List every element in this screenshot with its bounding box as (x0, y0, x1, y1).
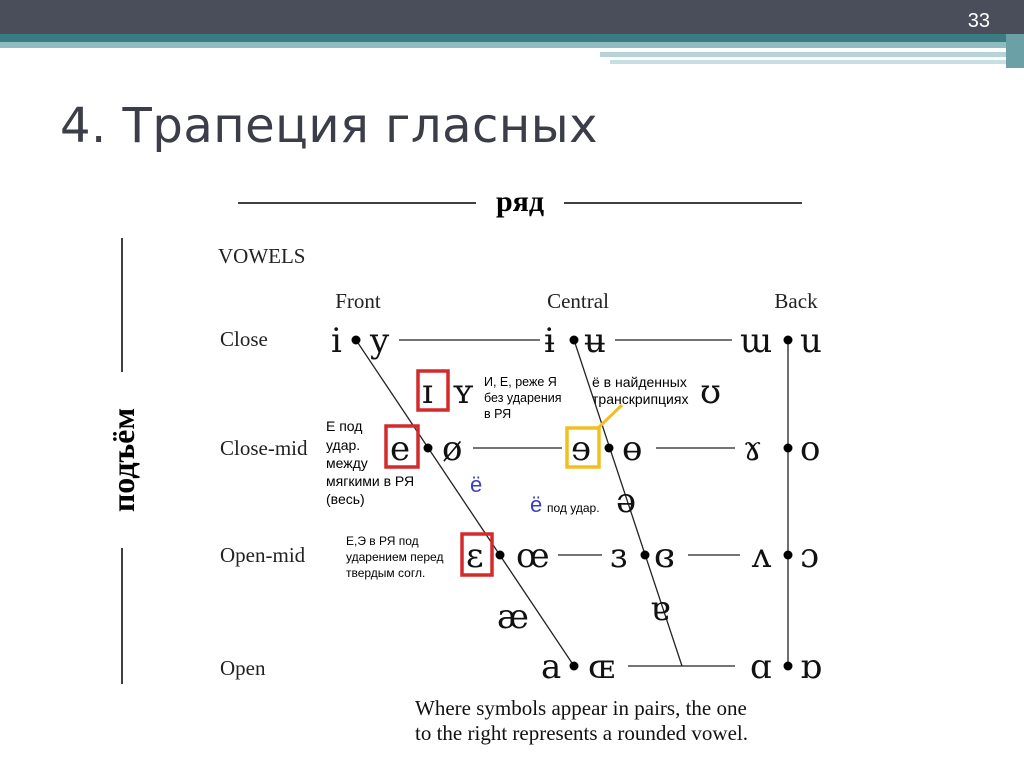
symbol-close-central-unrounded: ɨ (544, 321, 555, 361)
column-back: Back (774, 289, 818, 313)
annotation-yo-found: ё в найденных транскрипциях (592, 374, 688, 407)
symbol-near-close-back: ʊ (700, 372, 721, 412)
row-close: Close (220, 327, 268, 351)
symbol-open-mid-back-rounded: ɔ (800, 536, 819, 576)
symbol-open-mid-front-unrounded: ɛ (466, 536, 484, 576)
row-close-mid: Close-mid (220, 436, 308, 460)
svg-text:твердым согл.: твердым согл. (346, 566, 425, 580)
decor-strip-right (1006, 34, 1024, 68)
annotation-eps: Е,Э в РЯ под ударением перед твердым сог… (346, 534, 443, 580)
symbol-open-back-rounded: ɒ (800, 647, 822, 687)
symbol-open-back-unrounded: ɑ (750, 647, 772, 687)
symbol-open-front-unrounded: a (541, 647, 561, 687)
highlight-box-near-close (416, 369, 450, 412)
decor-stripe (600, 52, 1024, 57)
symbol-mid-central: ə (616, 481, 636, 521)
symbol-close-back-unrounded: ɯ (740, 321, 772, 361)
annotation-yo-letter: ё (470, 472, 482, 497)
svg-text:мягкими в РЯ: мягкими в РЯ (326, 473, 414, 489)
symbol-open-mid-central-rounded: ɞ (654, 536, 675, 576)
decor-stripe-2 (610, 60, 1024, 64)
svg-text:Е,Э в РЯ под: Е,Э в РЯ под (346, 534, 419, 548)
height-axis-label: подъём (105, 408, 141, 512)
svg-text:(весь): (весь) (326, 491, 365, 507)
symbol-close-mid-central-unrounded: ɘ (571, 429, 591, 469)
svg-text:ё в найденных: ё в найденных (592, 374, 687, 390)
chart-note-line-1: Where symbols appear in pairs, the one (415, 696, 747, 720)
trapezoid-lines (355, 339, 789, 667)
callout-line (596, 403, 624, 430)
column-front: Front (335, 289, 381, 313)
symbol-open-mid-front-rounded: œ (516, 536, 550, 576)
symbol-close-central-rounded: ʉ (584, 321, 606, 361)
svg-text:удар.: удар. (326, 437, 360, 453)
vowel-dots (351, 335, 793, 671)
svg-text:между: между (326, 455, 368, 471)
symbol-near-close-front-rounded: ʏ (452, 372, 474, 412)
symbol-close-front-unrounded: i (331, 321, 342, 361)
highlight-box-open-mid (460, 532, 494, 577)
symbol-close-front-rounded: y (369, 321, 390, 361)
svg-text:Е под: Е под (326, 418, 362, 434)
symbol-near-open-front: æ (497, 597, 529, 637)
svg-text:ударением перед: ударением перед (346, 550, 443, 564)
svg-text:в РЯ: в РЯ (484, 407, 511, 421)
annotation-yo-stressed-text: под удар. (547, 501, 600, 515)
symbol-near-open-central: ɐ (650, 589, 670, 629)
slide-title: 4. Трапеция гласных (60, 98, 599, 154)
top-band (0, 34, 1024, 42)
chart-heading: VOWELS (218, 244, 306, 268)
svg-text:И, Е, реже Я: И, Е, реже Я (484, 375, 557, 389)
symbol-open-front-rounded: ɶ (588, 647, 615, 687)
row-open: Open (220, 656, 266, 680)
highlight-box-central (565, 426, 601, 469)
symbol-close-mid-front-unrounded: e (390, 429, 410, 469)
column-central: Central (547, 289, 609, 313)
annotation-i: И, Е, реже Я без ударения в РЯ (484, 375, 562, 421)
annotation-e-stressed: Е под удар. между мягкими в РЯ (весь) (326, 418, 414, 507)
symbol-open-mid-back-unrounded: ʌ (751, 536, 772, 576)
symbol-near-close-front-unrounded: ɪ (422, 372, 433, 412)
symbol-close-mid-back-rounded: o (800, 429, 820, 469)
row-axis-label: ряд (496, 185, 544, 218)
svg-text:без ударения: без ударения (484, 391, 562, 405)
symbol-close-mid-central-rounded: ɵ (622, 429, 642, 469)
chart-note-line-2: to the right represents a rounded vowel. (415, 721, 748, 745)
symbol-close-mid-back-unrounded: ɤ (743, 429, 762, 469)
top-bar (0, 0, 1024, 34)
slide-number: 33 (967, 10, 990, 32)
symbol-open-mid-central-unrounded: ɜ (610, 536, 627, 576)
top-band-light (0, 42, 1024, 48)
annotation-yo-stressed-letter: ё (530, 492, 542, 517)
symbol-close-back-rounded: u (800, 321, 822, 361)
svg-text:транскрипциях: транскрипциях (592, 391, 688, 407)
vowel-symbols: i y ɨ ʉ ɯ u ɪ ʏ ʊ e ø ɘ ɵ ɤ o ə ɛ œ ɜ ɞ … (331, 321, 822, 687)
symbol-close-mid-front-rounded: ø (442, 429, 462, 469)
row-open-mid: Open-mid (220, 543, 306, 567)
highlight-box-close-mid (384, 424, 420, 469)
